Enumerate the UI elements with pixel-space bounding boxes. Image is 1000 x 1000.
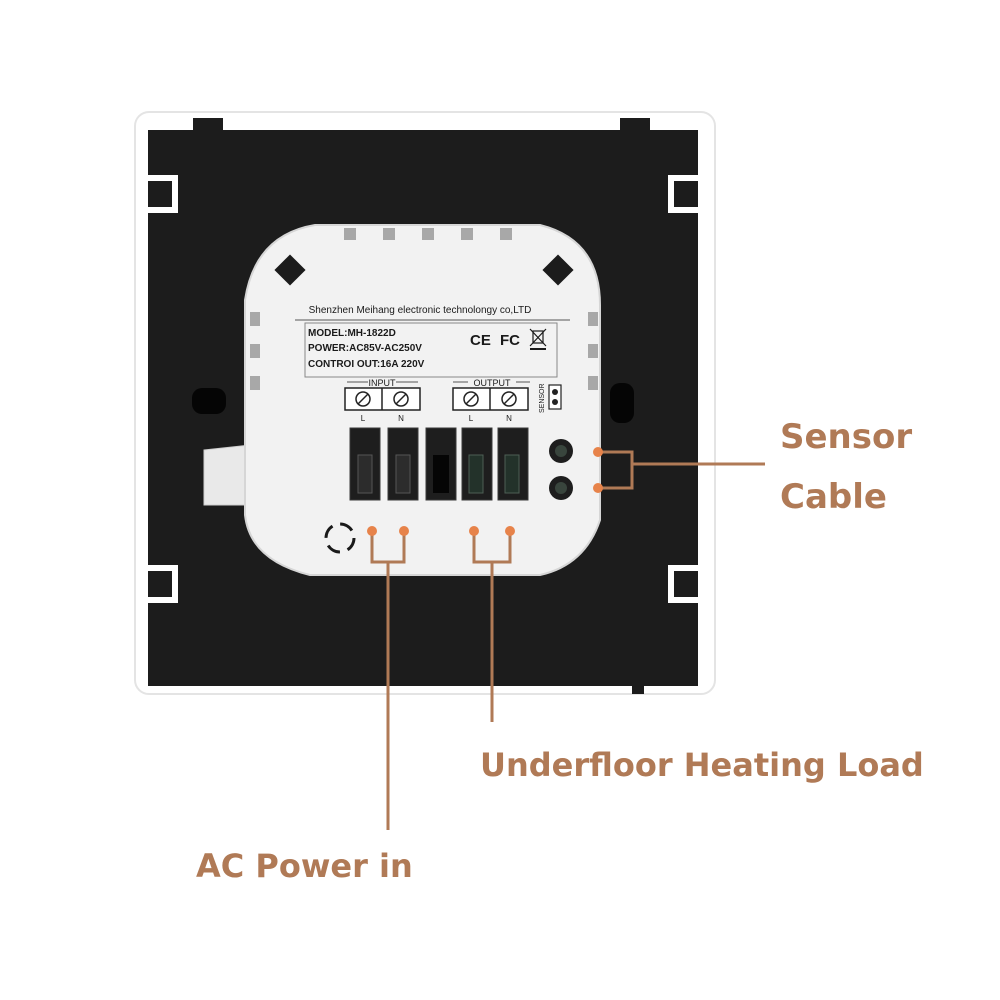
output-screw-symbols xyxy=(452,387,529,411)
sensor-callout-line xyxy=(598,450,634,490)
manufacturer-label: Shenzhen Meihang electronic technolongy … xyxy=(309,305,532,316)
input-n-label: N xyxy=(398,414,404,423)
diamond-mark-left xyxy=(274,254,306,286)
ce-mark: CE xyxy=(470,332,491,349)
callout-dots xyxy=(367,447,603,536)
cable-callout-label: Cable xyxy=(780,477,887,517)
sensor-symbol xyxy=(548,384,562,410)
callout-lines xyxy=(370,450,765,830)
power-text: POWER:AC85V-AC250V xyxy=(308,343,422,354)
control-out-text: CONTROI OUT:16A 220V xyxy=(308,359,425,370)
sensor-callout-label: Sensor xyxy=(780,417,912,457)
top-tab-left xyxy=(193,118,223,130)
round-indicator xyxy=(324,522,356,554)
input-label: INPUT xyxy=(369,378,397,388)
power-callout-label: AC Power in xyxy=(196,847,413,885)
terminal-block xyxy=(349,427,529,501)
input-l-label: L xyxy=(361,414,366,423)
fc-mark: FC xyxy=(500,332,520,349)
mounting-hole-left xyxy=(192,388,226,414)
top-tab-right xyxy=(620,118,650,130)
terminal-module xyxy=(244,224,601,576)
output-n-label: N xyxy=(506,414,512,423)
module-ribs xyxy=(250,228,598,390)
spec-box xyxy=(304,322,558,378)
load-callout-label: Underfloor Heating Load xyxy=(480,746,924,784)
output-label: OUTPUT xyxy=(474,378,512,388)
plate-slots xyxy=(148,175,698,603)
diamond-mark-right xyxy=(542,254,574,286)
input-screw-symbols xyxy=(344,387,421,411)
sensor-terminals xyxy=(549,439,573,500)
sensor-label: SENSOR xyxy=(539,383,546,413)
model-text: MODEL:MH-1822D xyxy=(308,328,396,339)
weee-bin-icon xyxy=(529,328,547,350)
mounting-hole-right xyxy=(610,383,634,423)
bottom-tab xyxy=(632,684,644,694)
output-l-label: L xyxy=(469,414,474,423)
